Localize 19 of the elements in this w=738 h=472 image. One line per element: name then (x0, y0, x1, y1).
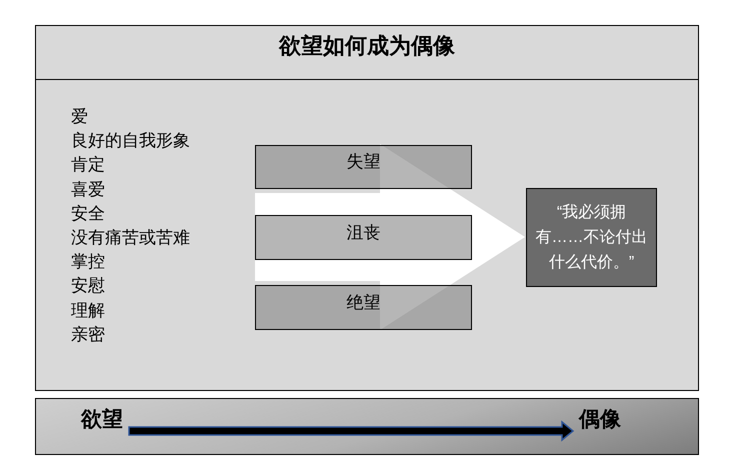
process-box: 沮丧 (255, 215, 472, 260)
stage-label: 欲望 (81, 408, 123, 432)
list-item: 安全 (71, 202, 105, 224)
list-item: 良好的自我形象 (71, 130, 190, 152)
process-box: 失望 (255, 145, 472, 189)
list-item: 亲密 (71, 324, 105, 345)
list-item: 爱 (71, 106, 88, 127)
list-item: 喜爱 (71, 178, 105, 200)
list-item: 掌控 (71, 251, 105, 272)
quote-box: “我必须拥有……不论付出什么代价。” (526, 188, 657, 287)
title-banner: 欲望如何成为偶像 (35, 25, 699, 80)
arrow (128, 420, 574, 442)
list-item: 肯定 (71, 154, 105, 176)
block-arrow (255, 144, 525, 330)
process-box: 绝望 (255, 285, 472, 330)
list-item: 理解 (71, 300, 105, 321)
stage-label: 偶像 (579, 408, 621, 432)
list-item: 安慰 (71, 275, 105, 296)
list-item: 没有痛苦或苦难 (71, 227, 190, 248)
